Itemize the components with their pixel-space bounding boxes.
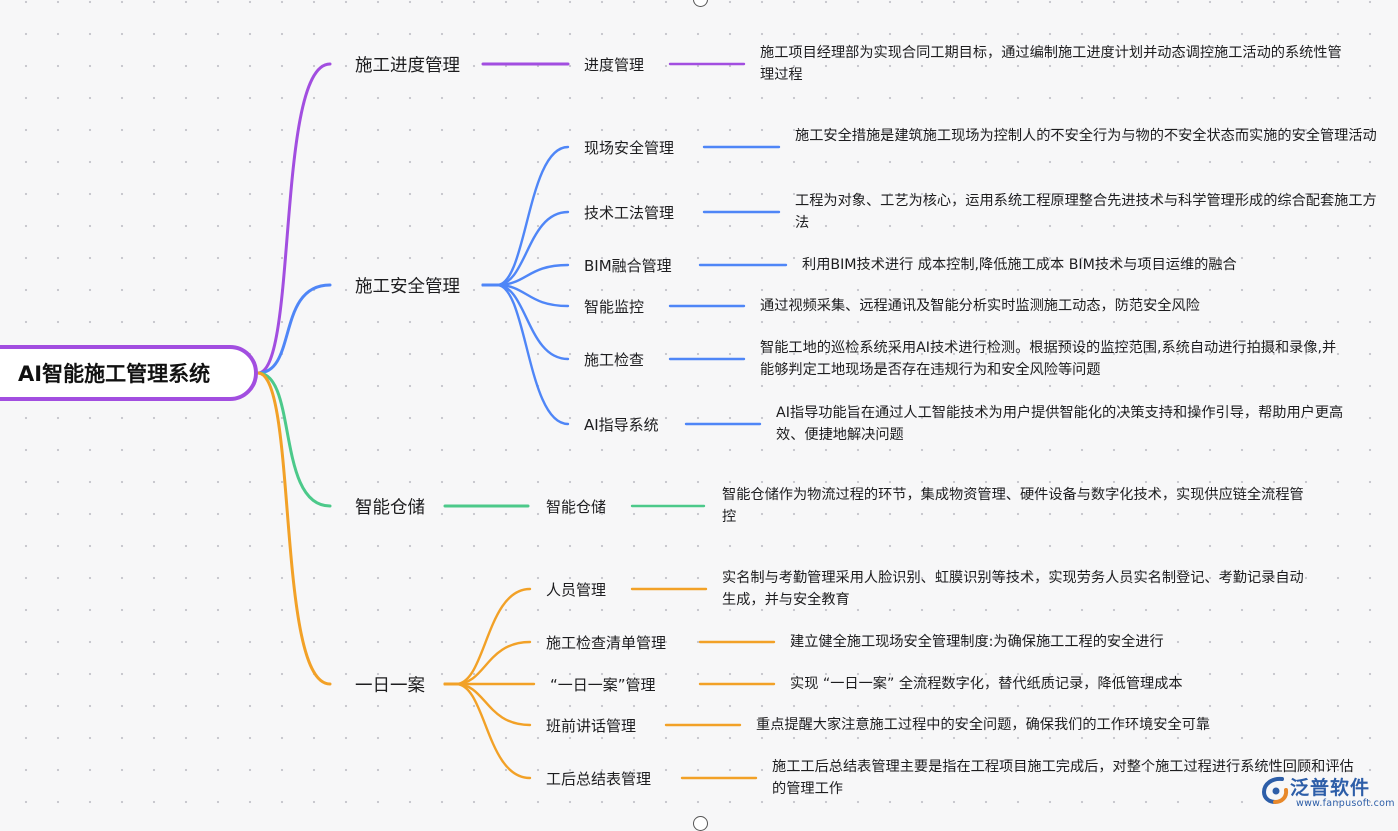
- child-connector-2-1: [495, 145, 570, 287]
- branch-node-3[interactable]: 智能仓储: [355, 498, 425, 518]
- description-2-5: 智能工地的巡检系统采用AI技术进行检测。根据预设的监控范围,系统自动进行拍摄和录…: [760, 340, 1337, 378]
- child-connector-4-1: [454, 587, 532, 686]
- fanpu-logo-icon: [1261, 776, 1289, 804]
- subnode-4-1[interactable]: 人员管理: [546, 581, 607, 599]
- description-4-1: 实名制与考勤管理采用人脸识别、虹膜识别等技术，实现劳务人员实名制登记、考勤记录自…: [722, 570, 1304, 608]
- branch-node-2[interactable]: 施工安全管理: [355, 277, 460, 297]
- watermark-brand-name: 泛普软件: [1290, 777, 1371, 799]
- subnode-2-4[interactable]: 智能监控: [584, 298, 645, 316]
- branch-connector-1: [256, 62, 332, 375]
- branch-connector-3: [256, 371, 332, 508]
- description-4-5: 施工工后总结表管理主要是指在工程项目施工完成后，对整个施工过程进行系统性回顾和评…: [772, 759, 1354, 797]
- subnode-1-1[interactable]: 进度管理: [584, 56, 645, 74]
- branch-node-1[interactable]: 施工进度管理: [355, 56, 460, 76]
- watermark-url: www.fanpusoft.com: [1296, 798, 1395, 809]
- subnode-2-6[interactable]: AI指导系统: [584, 416, 659, 434]
- subnode-3-1[interactable]: 智能仓储: [546, 498, 607, 516]
- description-2-4: 通过视频采集、远程通讯及智能分析实时监测施工动态，防范安全风险: [760, 298, 1200, 314]
- description-3-1: 智能仓储作为物流过程的环节，集成物资管理、硬件设备与数字化技术，实现供应链全流程…: [722, 487, 1304, 525]
- child-connector-2-6: [495, 283, 570, 426]
- description-4-2: 建立健全施工现场安全管理制度:为确保施工工程的安全进行: [790, 634, 1164, 650]
- subnode-2-1[interactable]: 现场安全管理: [584, 139, 675, 157]
- root-node-label: AI智能施工管理系统: [18, 362, 211, 386]
- root-node[interactable]: AI智能施工管理系统: [0, 345, 258, 401]
- subnode-4-2[interactable]: 施工检查清单管理: [546, 634, 667, 652]
- child-connector-2-4: [495, 283, 570, 308]
- subnode-4-3[interactable]: “一日一案”管理: [550, 676, 656, 694]
- child-connector-2-5: [495, 283, 570, 361]
- child-connector-4-4: [454, 682, 532, 727]
- subnode-4-5[interactable]: 工后总结表管理: [546, 770, 652, 788]
- subnode-2-3[interactable]: BIM融合管理: [584, 257, 672, 275]
- description-2-3: 利用BIM技术进行 成本控制,降低施工成本 BIM技术与项目运维的融合: [802, 257, 1237, 273]
- collapse-handle-bottom[interactable]: [693, 816, 708, 831]
- description-4-3: 实现 “一日一案” 全流程数字化，替代纸质记录，降低管理成本: [790, 676, 1183, 692]
- subnode-4-4[interactable]: 班前讲话管理: [546, 717, 637, 735]
- description-2-2: 工程为对象、工艺为核心，运用系统工程原理整合先进技术与科学管理形成的综合配套施工…: [795, 193, 1377, 231]
- branch-connector-2: [256, 283, 332, 375]
- branch-connector-4: [256, 371, 332, 686]
- description-2-1: 施工安全措施是建筑施工现场为控制人的不安全行为与物的不安全状态而实施的安全管理活…: [795, 128, 1377, 144]
- description-4-4: 重点提醒大家注意施工过程中的安全问题，确保我们的工作环境安全可靠: [756, 717, 1211, 733]
- description-1-1: 施工项目经理部为实现合同工期目标，通过编制施工进度计划并动态调控施工活动的系统性…: [760, 45, 1342, 83]
- watermark-logo: 泛普软件 www.fanpusoft.com: [1256, 773, 1395, 813]
- child-connector-4-2: [454, 640, 532, 686]
- child-connector-4-5: [454, 682, 532, 780]
- branch-node-4[interactable]: 一日一案: [355, 676, 425, 696]
- child-connector-2-2: [495, 210, 570, 287]
- subnode-2-5[interactable]: 施工检查: [584, 351, 645, 369]
- description-2-6: AI指导功能旨在通过人工智能技术为用户提供智能化的决策支持和操作引导，帮助用户更…: [776, 405, 1344, 443]
- subnode-2-2[interactable]: 技术工法管理: [584, 204, 675, 222]
